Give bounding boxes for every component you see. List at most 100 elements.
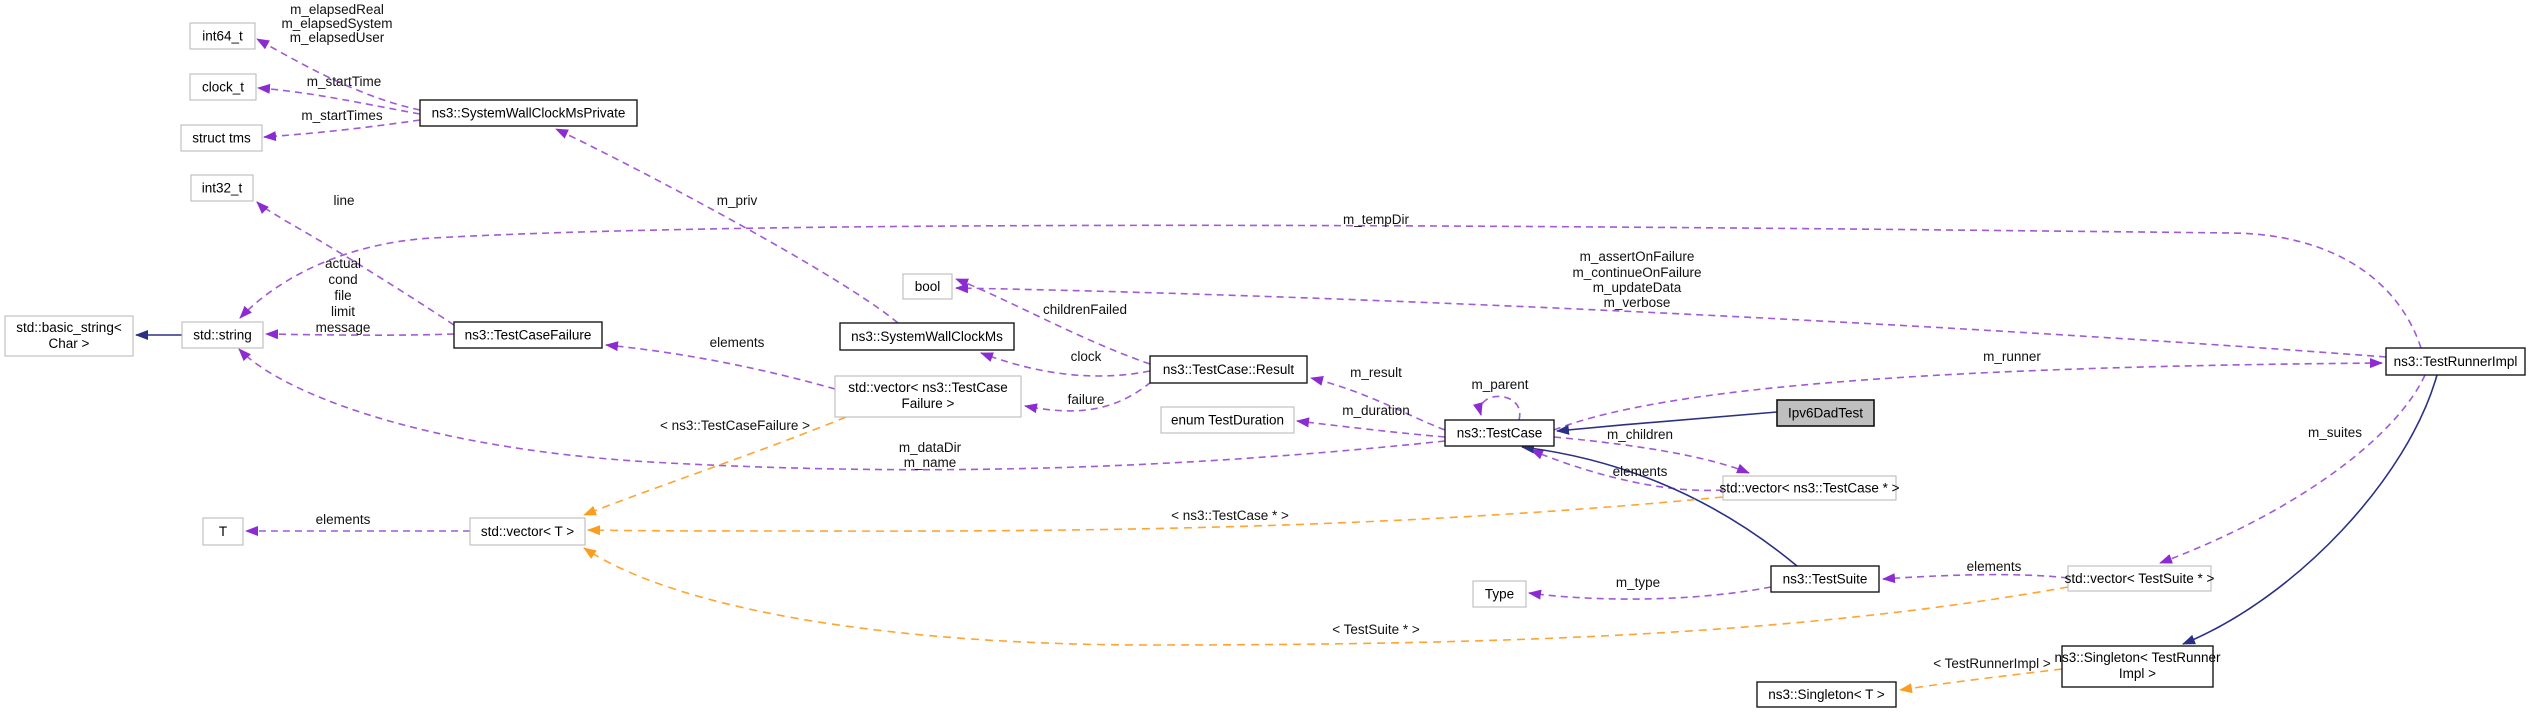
edge-label-tmpl-ts-ptr: < TestSuite * > (1332, 622, 1420, 637)
edge-label-m-children: m_children (1607, 427, 1673, 442)
node-basic-string: std::basic_string< Char > (4, 315, 134, 357)
node-int64-t: int64_t (189, 22, 256, 50)
node-box (1160, 406, 1295, 434)
edge-line (256, 201, 455, 326)
node-enum-test-duration: enum TestDuration (1160, 406, 1295, 434)
node-label: ns3::SystemWallClockMs (851, 329, 1003, 344)
node-singleton-t[interactable]: ns3::Singleton< T > (1756, 681, 1897, 708)
edge-tmpl-testsuite-ptr (583, 547, 2069, 646)
edge-label-m-priv: m_priv (717, 193, 758, 208)
edge-label-m-assert-on-failure: m_assertOnFailure (1580, 249, 1695, 264)
node-type: Type (1472, 580, 1527, 608)
node-int32-t: int32_t (190, 174, 254, 202)
edge-label-tmpl-tcf: < ns3::TestCaseFailure > (660, 418, 810, 433)
node-label-line2: Failure > (902, 396, 955, 411)
edge-m-parent-loop (1473, 395, 1521, 421)
node-vector-t: std::vector< T > (469, 517, 586, 546)
node-box (2061, 645, 2214, 688)
node-label-line1: std::vector< ns3::TestCase (848, 380, 1007, 395)
edge-label-cond: cond (328, 272, 357, 287)
node-bool: bool (902, 273, 953, 300)
node-box (189, 73, 257, 101)
node-box (190, 174, 254, 202)
edge-failure (1024, 381, 1152, 414)
edge-m-runner (1553, 358, 2383, 431)
node-label-line2: Impl > (2119, 666, 2156, 681)
edge-label-failure: failure (1068, 392, 1105, 407)
edge-elements-test-case (1530, 449, 1724, 492)
node-label: struct tms (192, 131, 251, 146)
node-box (1149, 355, 1308, 384)
node-ipv6-dad-test: Ipv6DadTest (1776, 399, 1875, 427)
edge-tmpl-testrunnerimpl (1899, 668, 2063, 694)
edge-m-type (1528, 586, 1772, 600)
node-label: Ipv6DadTest (1788, 406, 1863, 421)
node-test-case[interactable]: ns3::TestCase (1444, 419, 1555, 447)
edge-label-actual: actual (325, 256, 361, 271)
edge-label-m-elapsed-system: m_elapsedSystem (281, 16, 392, 31)
node-label: int32_t (202, 181, 243, 196)
edge-label-m-type: m_type (1616, 575, 1660, 590)
edge-label-m-start-time: m_startTime (307, 74, 382, 89)
node-label: std::vector< TestSuite * > (2065, 571, 2215, 586)
node-vector-test-suite-ptr: std::vector< TestSuite * > (2065, 565, 2215, 592)
node-test-case-result[interactable]: ns3::TestCase::Result (1149, 355, 1308, 384)
node-label: ns3::TestCase (1457, 426, 1543, 441)
node-box (419, 99, 638, 127)
node-box (189, 22, 256, 50)
edge-label-m-continue-on-failure: m_continueOnFailure (1572, 265, 1701, 280)
edge-label-elements-tc: elements (1613, 464, 1668, 479)
edge-label-limit: limit (331, 304, 355, 319)
node-box (1722, 475, 1897, 501)
edge-m-priv (555, 128, 899, 324)
node-clock-t: clock_t (189, 73, 257, 101)
edge-label-clock: clock (1071, 349, 1102, 364)
node-label: ns3::TestSuite (1783, 572, 1868, 587)
edge-m-suites (2159, 374, 2426, 564)
node-std-string: std::string (181, 321, 264, 349)
node-label: std::vector< T > (481, 524, 574, 539)
edge-label-m-verbose: m_verbose (1604, 295, 1671, 310)
node-system-wall-clock-ms-private[interactable]: ns3::SystemWallClockMsPrivate (419, 99, 638, 127)
node-label: clock_t (202, 80, 244, 95)
edge-label-m-suites: m_suites (2308, 425, 2362, 440)
node-label: bool (915, 279, 941, 294)
node-box (4, 315, 134, 357)
node-box (1776, 399, 1875, 427)
edge-tmpl-testcasefailure (583, 416, 847, 516)
edge-label-m-start-times: m_startTimes (301, 108, 383, 123)
edge-elements-tcf (605, 341, 836, 390)
edge-runner-flags (955, 283, 2387, 358)
edge-m-children (1553, 436, 1750, 474)
node-box (902, 273, 953, 300)
node-t: T (202, 517, 244, 546)
edge-m-start-times (263, 119, 421, 142)
edge-label-m-parent: m_parent (1471, 377, 1528, 392)
node-label: enum TestDuration (1171, 413, 1284, 428)
node-label: ns3::Singleton< T > (1768, 687, 1885, 702)
edge-testsuite-testcase (1521, 443, 1798, 567)
node-box (1756, 681, 1897, 708)
edge-label-elements-ts: elements (1967, 559, 2022, 574)
edge-m-result (1310, 376, 1446, 431)
node-label: std::vector< ns3::TestCase * > (1719, 481, 1899, 496)
node-test-case-failure[interactable]: ns3::TestCaseFailure (453, 321, 603, 349)
inheritance-edges (135, 330, 2438, 645)
node-singleton-test-runner-impl[interactable]: ns3::Singleton< TestRunner Impl > (2055, 645, 2221, 688)
node-test-runner-impl[interactable]: ns3::TestRunnerImpl (2385, 347, 2526, 376)
edge-label-m-result: m_result (1350, 365, 1402, 380)
node-label: ns3::SystemWallClockMsPrivate (432, 106, 626, 121)
usage-edges (238, 38, 2426, 600)
node-label-line2: Char > (49, 336, 90, 351)
node-test-suite[interactable]: ns3::TestSuite (1770, 565, 1880, 593)
edge-clock (980, 352, 1151, 377)
node-box (834, 375, 1022, 418)
node-label: std::string (193, 328, 252, 343)
node-label: ns3::TestRunnerImpl (2394, 354, 2518, 369)
node-system-wall-clock-ms[interactable]: ns3::SystemWallClockMs (839, 322, 1015, 351)
node-struct-tms: struct tms (180, 124, 263, 152)
node-label: int64_t (202, 29, 243, 44)
node-box (2385, 347, 2526, 376)
